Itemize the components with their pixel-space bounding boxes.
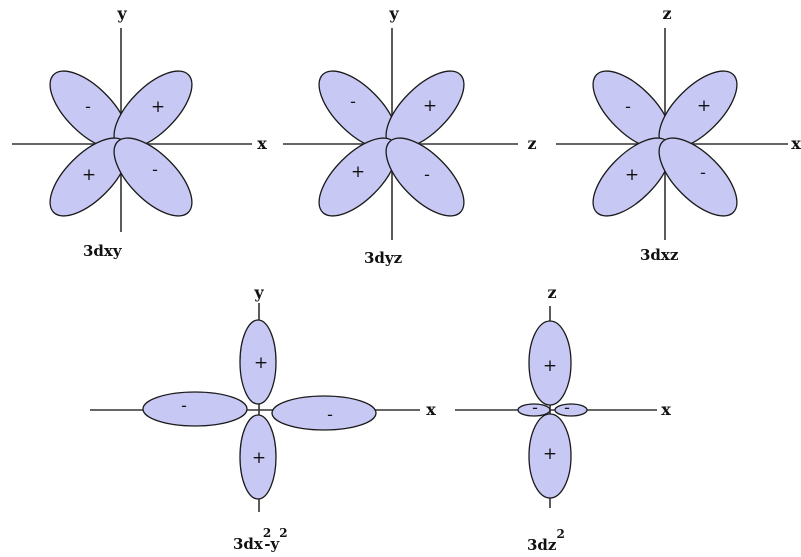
lobe-bottom: [239, 414, 277, 500]
horizontal-axis-label: z: [527, 134, 536, 153]
orbital-name: 3dyz: [364, 249, 403, 267]
orbital-name: 3dxy: [83, 242, 123, 260]
sign-bottom: +: [543, 444, 557, 464]
horizontal-axis-label: x: [791, 134, 801, 153]
vertical-axis-label: y: [116, 4, 127, 23]
lobe-right: [271, 395, 377, 431]
lobe-top: [239, 319, 277, 405]
lobe-lower-right: [113, 137, 193, 217]
lobe-lower-right: [385, 137, 465, 217]
orbital-name: 3dxz: [640, 246, 679, 264]
sign-lower-right: -: [700, 163, 706, 183]
sign-top: +: [254, 353, 268, 373]
lobe-left: [142, 391, 248, 427]
torus-right: [554, 403, 588, 417]
sign-torus-left: -: [532, 398, 538, 418]
lobe-bottom: [528, 413, 572, 499]
name-superscript: 2: [556, 527, 564, 541]
sign-left: -: [181, 396, 187, 416]
orbital-3dxy: - + + - y x 3dxy: [12, 4, 267, 260]
sign-lower-left: +: [625, 165, 639, 185]
orbital-3dxz: - + + - z x 3dxz: [556, 4, 801, 264]
name-base: 3dx: [233, 535, 264, 553]
sign-lower-left: +: [82, 165, 96, 185]
sign-upper-left: -: [350, 92, 356, 112]
lobe-lower-right: [658, 137, 738, 217]
sign-upper-right: +: [697, 96, 711, 116]
orbital-3dx2-y2: + + - - y x 3dx2-y2: [90, 283, 436, 553]
sign-bottom: +: [252, 448, 266, 468]
sign-upper-left: -: [85, 97, 91, 117]
name-base: 3dz: [527, 536, 557, 554]
orbital-3dz2: + + - - z x 3dz2: [455, 283, 671, 554]
name-middle: -y: [264, 535, 280, 553]
horizontal-axis-label: x: [257, 134, 267, 153]
sign-top: +: [543, 356, 557, 376]
vertical-axis-label: z: [547, 283, 556, 302]
vertical-axis-label: y: [253, 283, 264, 302]
name-superscript-1: 2: [263, 526, 271, 540]
sign-lower-right: -: [424, 165, 430, 185]
vertical-axis-label: z: [662, 4, 671, 23]
sign-upper-left: -: [625, 97, 631, 117]
horizontal-axis-label: x: [661, 400, 671, 419]
horizontal-axis-label: x: [426, 400, 436, 419]
vertical-axis-label: y: [388, 4, 399, 23]
torus-left: [517, 403, 551, 417]
name-superscript-2: 2: [279, 526, 287, 540]
orbital-name: 3dz2: [527, 527, 565, 554]
sign-lower-left: +: [351, 162, 365, 182]
lobe-top: [528, 320, 572, 406]
sign-torus-right: -: [564, 398, 570, 418]
sign-right: -: [327, 405, 333, 425]
sign-lower-right: -: [152, 160, 158, 180]
orbital-name: 3dx2-y2: [233, 526, 288, 553]
sign-upper-right: +: [423, 96, 437, 116]
orbital-3dyz: - + + - y z 3dyz: [283, 4, 537, 267]
sign-upper-right: +: [151, 97, 165, 117]
